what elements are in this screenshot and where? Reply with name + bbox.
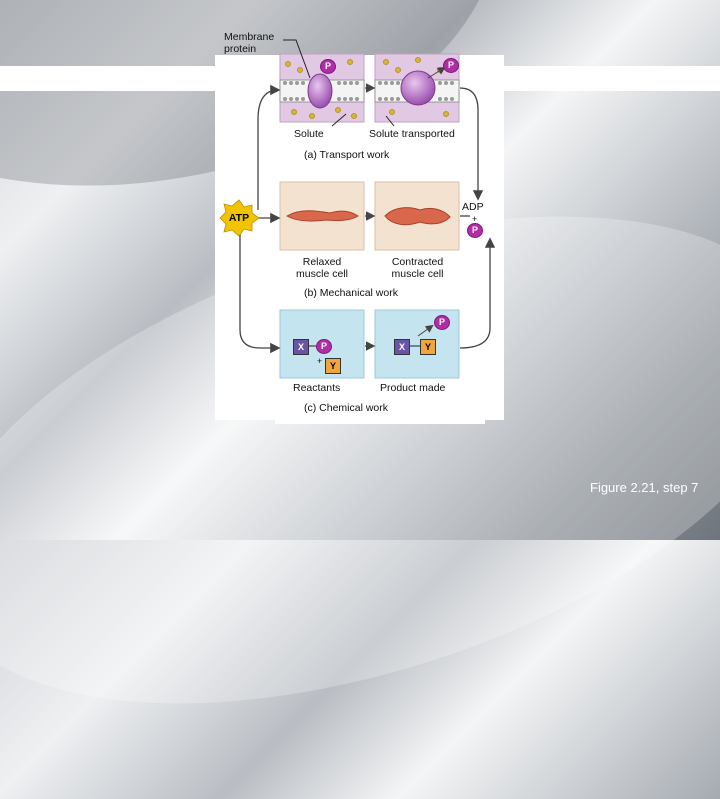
reactant-x-box: X bbox=[293, 339, 309, 355]
membrane-protein-label: Membrane protein bbox=[224, 31, 275, 55]
relaxed-muscle-cell bbox=[286, 210, 359, 222]
atp-badge: ATP bbox=[220, 205, 258, 231]
phosphate-leaving-arrow bbox=[417, 324, 434, 337]
transport-phosphate-left: P bbox=[320, 59, 336, 74]
product-made-label: Product made bbox=[380, 382, 446, 394]
atp-loop-line bbox=[257, 84, 281, 210]
membrane-protein-pointer bbox=[283, 39, 311, 79]
phosphate-release-arrow bbox=[427, 66, 446, 79]
solute-transported-pointer bbox=[385, 115, 395, 127]
adp-label: ADP bbox=[462, 201, 484, 213]
membrane-protein-right bbox=[400, 70, 436, 106]
chemical-to-adp-line bbox=[459, 237, 496, 349]
figure-caption: Figure 2.21, step 7 bbox=[590, 480, 699, 495]
atp-starburst bbox=[219, 199, 260, 237]
membrane-protein-left bbox=[307, 73, 333, 109]
atp-label: ATP bbox=[228, 212, 250, 224]
product-phosphate: P bbox=[434, 315, 450, 330]
figure-panel-footer bbox=[275, 410, 485, 424]
reactant-plus-label: + bbox=[317, 356, 323, 366]
solute-transported-label: Solute transported bbox=[369, 128, 455, 140]
lipid-heads bbox=[283, 81, 454, 101]
adp-phosphate-badge: P bbox=[467, 223, 483, 238]
contracted-muscle-cell bbox=[384, 207, 451, 226]
transport-to-adp-line bbox=[459, 87, 484, 201]
reactant-y-box: Y bbox=[325, 358, 341, 374]
solute-label: Solute bbox=[294, 128, 324, 140]
contracted-muscle-label: Contracted muscle cell bbox=[391, 256, 444, 280]
reactant-phosphate: P bbox=[316, 339, 332, 354]
figure-diagram bbox=[219, 39, 496, 379]
transport-work-label: (a) Transport work bbox=[304, 149, 390, 161]
product-y-box: Y bbox=[420, 339, 436, 355]
chemical-work-label: (c) Chemical work bbox=[304, 402, 389, 414]
adp-plus-label: + bbox=[472, 214, 478, 224]
atp-to-chemical-line bbox=[239, 232, 281, 354]
relaxed-muscle-label: Relaxed muscle cell bbox=[296, 256, 348, 280]
mechanical-work-label: (b) Mechanical work bbox=[304, 287, 398, 299]
transport-phosphate-right: P bbox=[443, 58, 459, 73]
product-x-box: X bbox=[394, 339, 410, 355]
solute-pointer bbox=[331, 113, 347, 127]
reactants-label: Reactants bbox=[293, 382, 341, 394]
